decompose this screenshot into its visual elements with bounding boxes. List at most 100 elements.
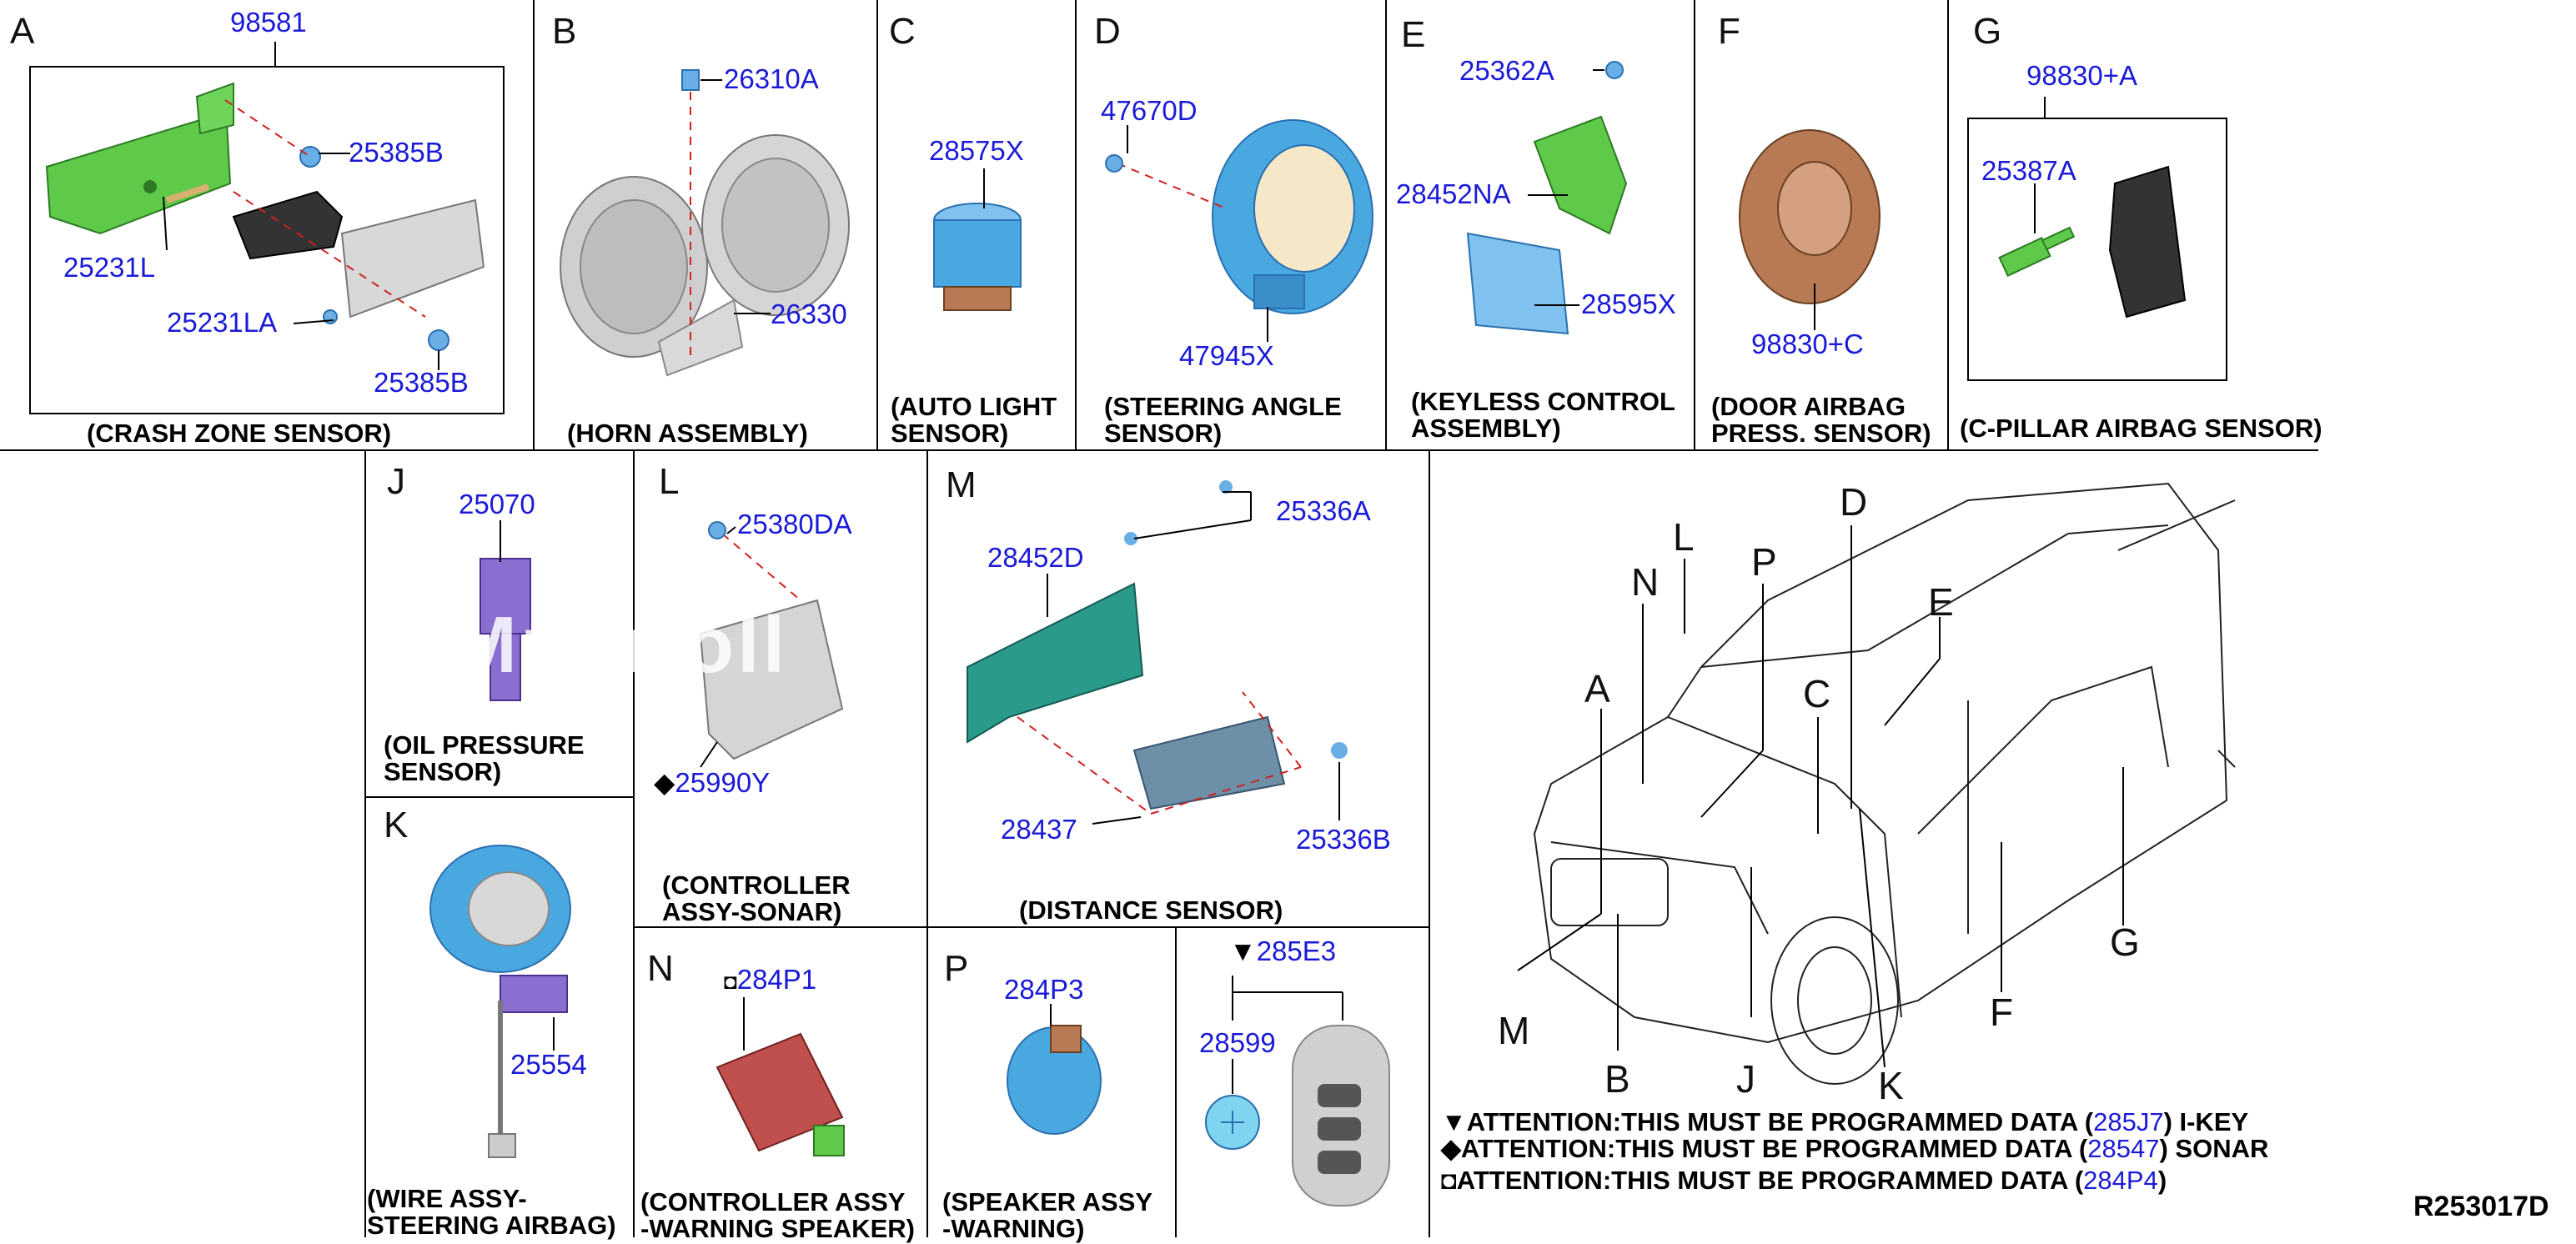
part-number-285e3-text: 285E3 <box>1256 937 1337 967</box>
attention-note-sonar: ◆ATTENTION:THIS MUST BE PROGRAMMED DATA … <box>1441 1137 2268 1163</box>
part-number-25990y[interactable]: ◆25990Y <box>654 770 770 798</box>
vehicle-label-n: N <box>1631 560 1660 604</box>
section-letter-k: K <box>384 804 409 845</box>
note-suffix: ) I-KEY <box>2163 1109 2249 1137</box>
note-suffix: ) <box>2157 1167 2167 1196</box>
auto-light-sensor-illustration <box>933 203 1022 311</box>
part-number-98830a[interactable]: 98830+A <box>2026 62 2138 92</box>
part-number-25385b-lower[interactable]: 25385B <box>374 369 469 399</box>
keyless-control-illustration <box>1466 61 1628 335</box>
part-number-284p1-text: 284P1 <box>736 966 817 996</box>
part-number-28595x[interactable]: 28595X <box>1581 290 1676 320</box>
part-number-28452na[interactable]: 28452NA <box>1396 180 1511 210</box>
section-letter-a: A <box>10 10 35 52</box>
attention-note-i-key: ▼ATTENTION:THIS MUST BE PROGRAMMED DATA … <box>1441 1111 2248 1136</box>
square-icon: ◘ <box>1441 1167 1457 1196</box>
note-code-28547[interactable]: 28547 <box>2087 1136 2160 1164</box>
part-number-285e3[interactable]: ▼285E3 <box>1229 939 1336 966</box>
part-number-28452d[interactable]: 28452D <box>987 544 1084 574</box>
note-prefix: ATTENTION:THIS MUST BE PROGRAMMED DATA ( <box>1460 1136 2088 1164</box>
part-number-28599[interactable]: 28599 <box>1199 1029 1276 1059</box>
section-letter-p: P <box>944 947 969 989</box>
part-number-98830c[interactable]: 98830+C <box>1751 330 1864 360</box>
steering-angle-sensor-illustration <box>1105 119 1373 314</box>
section-letter-m: M <box>946 464 977 505</box>
wire-assy-illustration <box>429 845 571 1158</box>
vehicle-label-d: D <box>1840 480 1868 524</box>
part-number-28437[interactable]: 28437 <box>1001 815 1077 845</box>
caption-wire-assy-steering-airbag: (WIRE ASSY- STEERING AIRBAG) <box>367 1186 616 1241</box>
part-number-25554[interactable]: 25554 <box>510 1051 587 1081</box>
part-number-25387a[interactable]: 25387A <box>1981 157 2076 187</box>
caption-crash-zone-sensor: (CRASH ZONE SENSOR) <box>87 420 392 449</box>
part-number-25990y-text: 25990Y <box>675 769 771 799</box>
caption-oil-pressure-sensor: (OIL PRESSURE SENSOR) <box>384 732 585 787</box>
note-code-285j7[interactable]: 285J7 <box>2093 1109 2164 1137</box>
part-number-25385b-upper[interactable]: 25385B <box>349 138 444 168</box>
vehicle-label-f: F <box>1990 991 2014 1034</box>
part-number-26330[interactable]: 26330 <box>771 300 847 330</box>
part-number-47945x[interactable]: 47945X <box>1179 342 1274 372</box>
note-code-284p4[interactable]: 284P4 <box>2083 1167 2158 1196</box>
vehicle-label-m: M <box>1498 1009 1530 1052</box>
part-number-25336a[interactable]: 25336A <box>1276 497 1371 527</box>
section-letter-b: B <box>552 10 577 52</box>
oil-pressure-sensor-illustration <box>480 558 531 701</box>
part-number-284p3[interactable]: 284P3 <box>1004 976 1084 1006</box>
caption-distance-sensor: (DISTANCE SENSOR) <box>1019 897 1283 925</box>
warning-speaker-illustration <box>1007 1025 1102 1135</box>
diamond-icon: ◆ <box>654 769 675 799</box>
vehicle-label-b: B <box>1604 1057 1630 1101</box>
caption-speaker-assy-warning: (SPEAKER ASSY -WARNING) <box>942 1189 1153 1244</box>
section-letter-g: G <box>1973 10 2002 52</box>
caption-door-airbag-sensor: (DOOR AIRBAG PRESS. SENSOR) <box>1711 394 1931 449</box>
caption-controller-warning-speaker: (CONTROLLER ASSY -WARNING SPEAKER) <box>640 1189 915 1244</box>
part-number-98581[interactable]: 98581 <box>230 8 307 38</box>
diamond-icon: ◆ <box>1441 1136 1461 1164</box>
attention-note-warning: ◘ATTENTION:THIS MUST BE PROGRAMMED DATA … <box>1441 1169 2167 1195</box>
triangle-icon: ▼ <box>1229 937 1257 967</box>
vehicle-leader-lines <box>1517 525 2124 1068</box>
section-letter-e: E <box>1401 13 1426 55</box>
vehicle-label-e: E <box>1928 580 1954 624</box>
part-number-47670d[interactable]: 47670D <box>1101 97 1198 127</box>
note-prefix: ATTENTION:THIS MUST BE PROGRAMMED DATA ( <box>1456 1167 2084 1196</box>
caption-controller-assy-sonar: (CONTROLLER ASSY-SONAR) <box>662 872 851 927</box>
part-number-28575x[interactable]: 28575X <box>929 137 1024 167</box>
part-number-25336b[interactable]: 25336B <box>1296 825 1391 855</box>
vehicle-label-j: J <box>1736 1057 1755 1101</box>
crash-zone-sensor-illustration <box>45 82 485 351</box>
part-number-25070[interactable]: 25070 <box>459 490 535 520</box>
horn-assembly-illustration <box>560 69 850 377</box>
caption-horn-assembly: (HORN ASSEMBLY) <box>567 420 808 449</box>
watermark: Mnartoll <box>450 602 789 690</box>
vehicle-label-k: K <box>1878 1064 1904 1107</box>
triangle-icon: ▼ <box>1441 1109 1467 1137</box>
section-letter-d: D <box>1094 10 1121 52</box>
part-number-25380da[interactable]: 25380DA <box>737 510 852 540</box>
vehicle-label-c: C <box>1803 672 1831 715</box>
callout-leaders <box>163 42 2046 1094</box>
vehicle-label-a: A <box>1584 667 1610 710</box>
section-letter-j: J <box>387 460 405 502</box>
distance-sensor-illustration <box>967 480 1348 815</box>
caption-auto-light-sensor: (AUTO LIGHT SENSOR) <box>891 394 1057 449</box>
part-number-25362a[interactable]: 25362A <box>1459 57 1554 87</box>
vehicle-label-p: P <box>1751 540 1777 584</box>
part-number-26310a[interactable]: 26310A <box>724 65 819 95</box>
c-pillar-sensor-illustration <box>1998 165 2187 319</box>
warning-speaker-controller-illustration <box>716 1032 845 1156</box>
section-letter-n: N <box>647 947 674 989</box>
section-letter-c: C <box>889 10 916 52</box>
vehicle-label-l: L <box>1673 515 1695 559</box>
part-number-25231l[interactable]: 25231L <box>63 253 156 283</box>
part-number-284p1[interactable]: ◘284P1 <box>724 967 816 995</box>
part-number-25231la[interactable]: 25231LA <box>167 308 278 339</box>
vehicle-label-g: G <box>2110 920 2140 964</box>
diagram-reference-code: R253017D <box>2413 1191 2549 1222</box>
caption-c-pillar-airbag-sensor: (C-PILLAR AIRBAG SENSOR) <box>1960 415 2322 444</box>
door-airbag-sensor-illustration <box>1739 129 1881 304</box>
sonar-controller-illustration <box>699 521 844 760</box>
